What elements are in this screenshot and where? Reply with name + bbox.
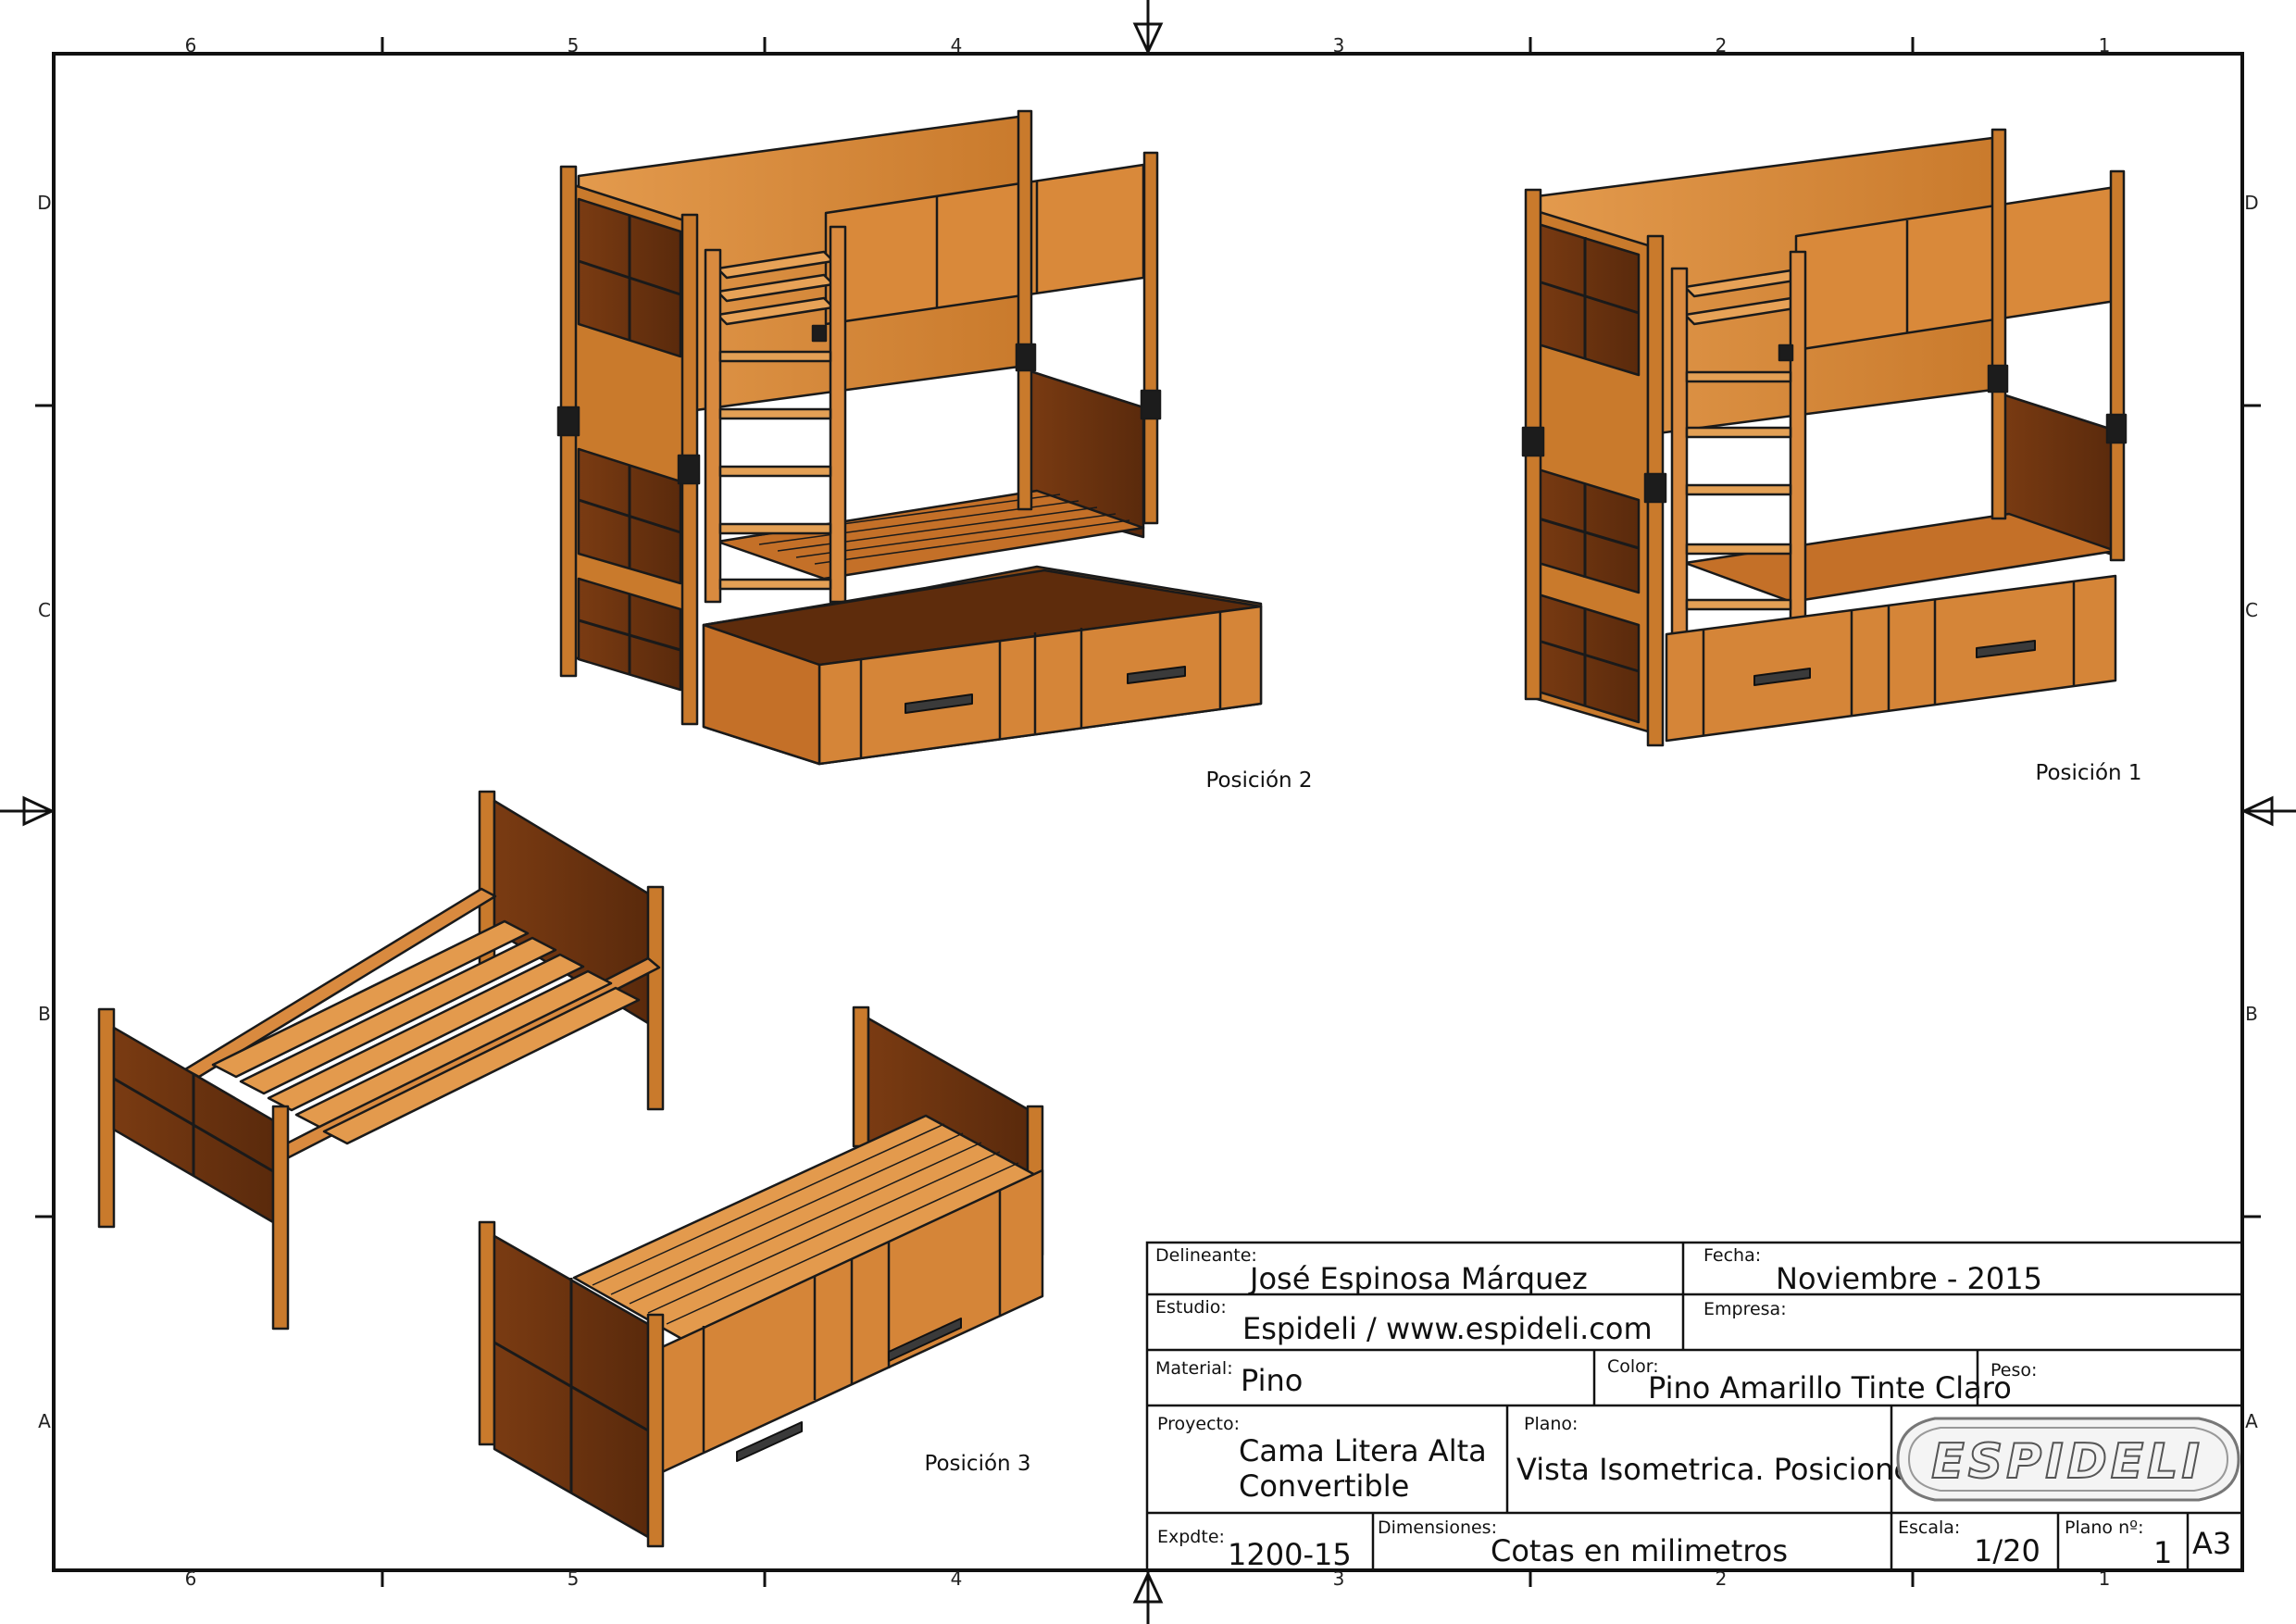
zone-row-a-left: A <box>38 1410 51 1432</box>
zone-column-labels-bottom: 6 5 4 3 2 1 <box>185 1568 2111 1590</box>
zone-row-b-right: B <box>2245 1003 2258 1025</box>
zone-row-a-right: A <box>2245 1410 2258 1432</box>
espideli-logo: ESPIDELI <box>1896 1417 2240 1502</box>
bunk-bed-position-1 <box>1521 128 2128 747</box>
material-label: Material: <box>1155 1358 1233 1379</box>
caption-position-2: Posición 2 <box>1205 768 1312 793</box>
proyecto-line-1: Cama Litera Alta <box>1239 1433 1487 1468</box>
escala-label: Escala: <box>1898 1518 1960 1538</box>
fecha-value: Noviembre - 2015 <box>1776 1261 2042 1296</box>
expdte-value: 1200-15 <box>1228 1537 1352 1572</box>
escala-value: 1/20 <box>1974 1533 2040 1568</box>
fecha-label: Fecha: <box>1703 1245 1761 1266</box>
zone-row-d-right: D <box>2244 192 2258 214</box>
zone-row-b-left: B <box>38 1003 51 1025</box>
zone-col-4-top: 4 <box>951 34 963 56</box>
zone-row-c-left: C <box>38 599 51 621</box>
peso-label: Peso: <box>1990 1360 2037 1380</box>
logo-text: ESPIDELI <box>1931 1434 2203 1490</box>
zone-col-1-bottom: 1 <box>2099 1568 2111 1590</box>
dimensiones-value: Cotas en milimetros <box>1491 1533 1788 1568</box>
plano-value: Vista Isometrica. Posiciones <box>1516 1452 1928 1487</box>
single-bed-upper-position-3 <box>97 790 665 1330</box>
expdte-label: Expdte: <box>1157 1527 1225 1547</box>
material-value: Pino <box>1241 1363 1303 1398</box>
empresa-label: Empresa: <box>1703 1299 1787 1319</box>
format-value: A3 <box>2192 1526 2231 1561</box>
proyecto-label: Proyecto: <box>1157 1414 1240 1434</box>
zone-col-3-bottom: 3 <box>1333 1568 1345 1590</box>
zone-row-labels-left: D C B A <box>37 192 51 1432</box>
color-label: Color: <box>1607 1356 1659 1377</box>
plano-no-label: Plano nº: <box>2065 1518 2143 1538</box>
dimensiones-label: Dimensiones: <box>1378 1518 1497 1538</box>
zone-col-1-top: 1 <box>2099 34 2111 56</box>
zone-col-4-bottom: 4 <box>951 1568 963 1590</box>
title-block: Delineante: José Espinosa Márquez Fecha:… <box>1145 1241 2244 1572</box>
single-bed-trundle-position-3 <box>478 1006 1044 1548</box>
plano-no-value: 1 <box>2153 1535 2172 1570</box>
zone-col-6-bottom: 6 <box>185 1568 197 1590</box>
zone-row-c-right: C <box>2245 599 2258 621</box>
zone-row-d-left: D <box>37 192 51 214</box>
zone-col-2-top: 2 <box>1716 34 1728 56</box>
estudio-label: Estudio: <box>1155 1297 1227 1318</box>
zone-col-6-top: 6 <box>185 34 197 56</box>
zone-col-3-top: 3 <box>1333 34 1345 56</box>
color-value: Pino Amarillo Tinte Claro <box>1648 1370 2012 1405</box>
zone-col-5-bottom: 5 <box>568 1568 580 1590</box>
caption-position-1: Posición 1 <box>2035 761 2141 785</box>
delineante-value: José Espinosa Márquez <box>1248 1261 1588 1296</box>
bunk-bed-position-2 <box>556 109 1263 766</box>
zone-column-labels-top: 6 5 4 3 2 1 <box>185 34 2111 56</box>
proyecto-line-2: Convertible <box>1239 1468 1409 1504</box>
zone-row-labels-right: D C B A <box>2244 192 2258 1432</box>
caption-position-3: Posición 3 <box>924 1452 1030 1476</box>
zone-col-2-bottom: 2 <box>1716 1568 1728 1590</box>
delineante-label: Delineante: <box>1155 1245 1257 1266</box>
plano-label: Plano: <box>1524 1414 1578 1434</box>
estudio-value: Espideli / www.espideli.com <box>1242 1311 1653 1346</box>
zone-col-5-top: 5 <box>568 34 580 56</box>
